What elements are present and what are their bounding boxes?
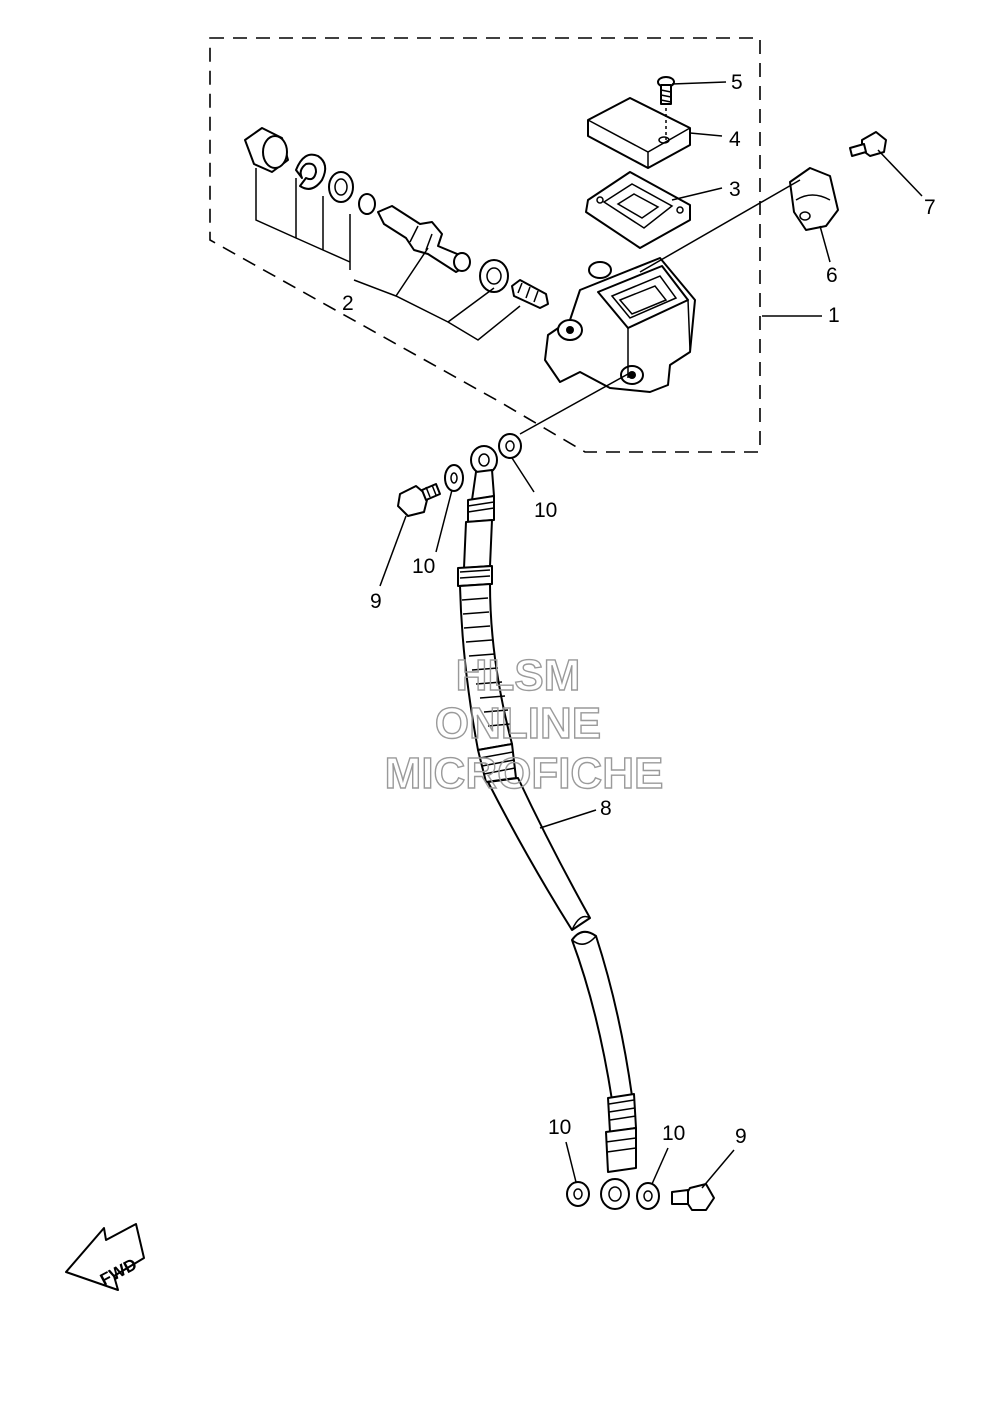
callout-10-lower-left: 10: [548, 1116, 571, 1139]
leader-lines: [379, 81, 923, 1189]
washer-lower-left: [566, 1181, 590, 1207]
callout-10-upper-left: 10: [412, 555, 435, 578]
diaphragm: [585, 171, 691, 249]
watermark: HLSM ONLINE MICROFICHE: [384, 650, 664, 798]
callout-3: 3: [729, 178, 741, 201]
callout-6: 6: [826, 264, 838, 287]
callout-8: 8: [600, 797, 612, 820]
callout-5: 5: [731, 71, 743, 94]
callout-4: 4: [729, 128, 741, 151]
fwd-direction-arrow: FWD: [65, 1223, 145, 1291]
assembly-boundary: [209, 37, 761, 453]
brake-hose: [457, 445, 637, 1210]
master-cylinder-holder: [789, 167, 839, 231]
callout-1: 1: [828, 304, 840, 327]
callout-9-lower: 9: [735, 1125, 747, 1148]
watermark-line-3: MICROFICHE: [385, 749, 664, 798]
callout-10-lower-right: 10: [662, 1122, 685, 1145]
callout-7: 7: [924, 196, 936, 219]
washer-lower-right: [636, 1182, 660, 1210]
union-bolt-lower: [671, 1183, 715, 1211]
cap-screw: [657, 76, 675, 140]
union-bolt-upper: [397, 483, 441, 517]
assembly-lines: [519, 179, 801, 435]
callout-9-upper: 9: [370, 590, 382, 613]
callout-2: 2: [342, 292, 354, 315]
watermark-line-2: ONLINE: [435, 699, 601, 748]
callout-10-upper-right: 10: [534, 499, 557, 522]
watermark-line-1: HLSM: [456, 651, 581, 700]
washer-upper-left: [444, 464, 464, 492]
master-cylinder-body: [544, 257, 696, 393]
piston-kit: [244, 127, 549, 341]
washer-upper-right: [498, 433, 522, 459]
callout-labels: 1 2 3 4 5 6 7 8 9 9 10 10 10 10: [342, 71, 936, 1148]
reservoir-cap: [587, 97, 691, 169]
holder-bolt: [849, 131, 887, 157]
